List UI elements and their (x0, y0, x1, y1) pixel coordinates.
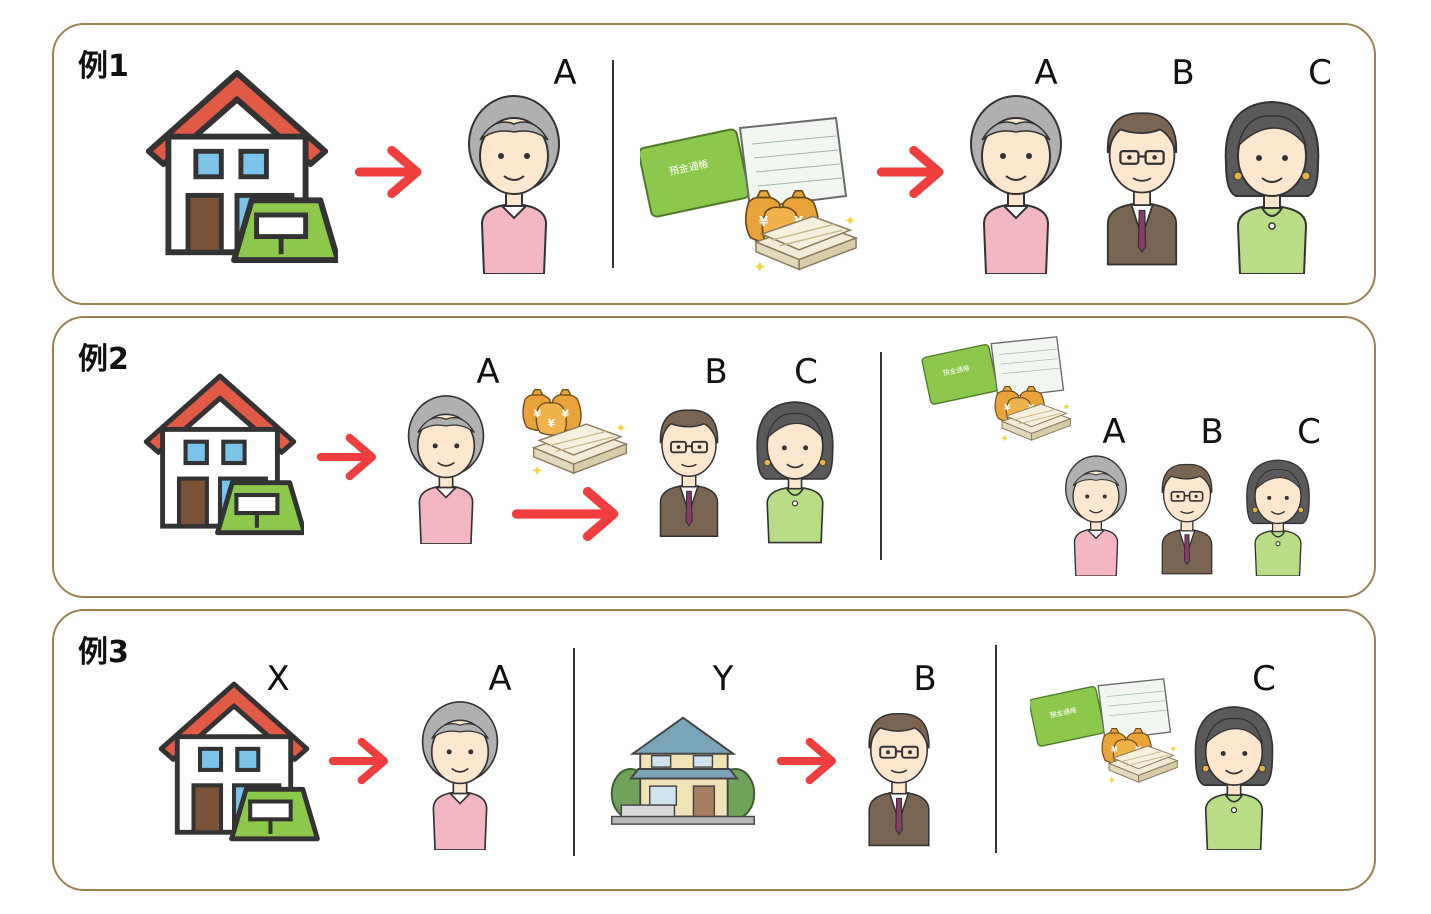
divider (995, 645, 997, 853)
person-b-man (644, 386, 734, 544)
person-b-man (1148, 448, 1226, 576)
label-c: C (1297, 412, 1321, 452)
label-a: A (1034, 53, 1058, 93)
person-a-grandma (390, 386, 502, 544)
arrow-icon (354, 144, 426, 200)
person-c-woman (1182, 692, 1286, 850)
label-x: X (266, 659, 290, 699)
label-y: Y (712, 659, 734, 699)
label-a: A (553, 53, 577, 93)
person-c-woman (746, 386, 844, 544)
person-a-grandma (1052, 448, 1140, 576)
label-c: C (1308, 53, 1332, 93)
suburban-house-icon (610, 712, 756, 826)
divider (573, 648, 575, 856)
arrow-icon (876, 144, 948, 200)
label-a: A (476, 352, 500, 392)
house-icon (136, 68, 338, 264)
label-c: C (794, 352, 818, 392)
person-c-woman (1212, 84, 1332, 274)
cash-stack-icon (530, 412, 630, 478)
label-b: B (1200, 412, 1224, 452)
arrow-icon (316, 432, 380, 482)
label-a: A (1102, 412, 1126, 452)
person-a-grandma (404, 692, 516, 850)
example-1-title: 例1 (78, 49, 129, 84)
example-3-title: 例3 (78, 635, 129, 670)
house-icon (148, 680, 320, 842)
label-c: C (1252, 659, 1276, 699)
arrow-icon (776, 736, 840, 786)
long-arrow-icon (510, 486, 624, 542)
divider (612, 60, 614, 268)
person-b-man (852, 692, 946, 850)
label-a: A (488, 659, 512, 699)
passbook-and-cash: 預金通帳 (640, 108, 860, 278)
divider (880, 352, 882, 560)
label-b: B (1171, 53, 1195, 93)
person-c-woman (1236, 448, 1320, 576)
label-b: B (704, 352, 728, 392)
label-b: B (913, 659, 937, 699)
person-a-grandma (450, 84, 578, 274)
passbook-and-cash: 預金通帳 (1030, 672, 1180, 788)
house-icon (136, 372, 304, 536)
person-b-man (1088, 84, 1196, 274)
person-a-grandma (952, 84, 1080, 274)
arrow-icon (328, 736, 392, 786)
passbook-and-cash: 預金通帳 (918, 330, 1078, 446)
example-2-title: 例2 (78, 342, 129, 377)
